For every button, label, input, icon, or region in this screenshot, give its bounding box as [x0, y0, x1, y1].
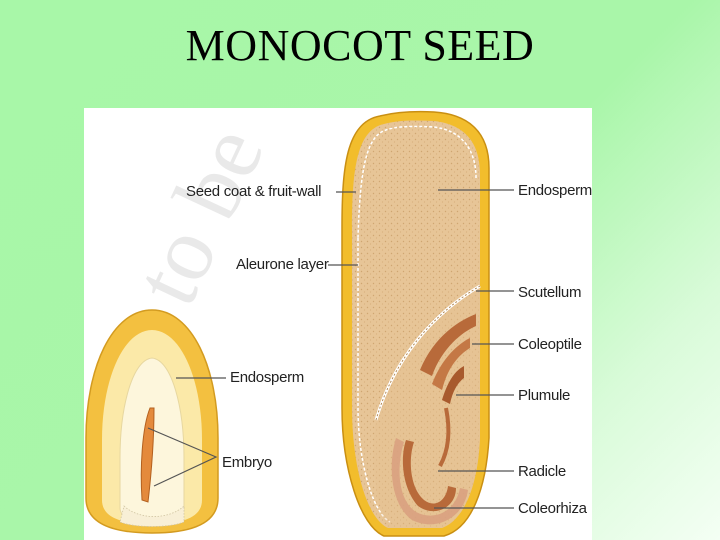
label-endosperm-small: Endosperm — [230, 369, 304, 386]
coleorhiza-shape — [391, 438, 468, 525]
small-grain — [85, 309, 219, 534]
coleoptile-outer — [420, 314, 476, 376]
label-aleurone-layer: Aleurone layer — [236, 256, 329, 273]
label-plumule: Plumule — [518, 387, 570, 404]
slide-title: MONOCOT SEED — [185, 21, 535, 70]
small-grain-embryo — [140, 407, 155, 503]
small-grain-base — [119, 505, 185, 527]
label-scutellum: Scutellum — [518, 284, 581, 301]
scutellum-boundary — [373, 286, 480, 528]
coleoptile-mid — [432, 338, 470, 390]
plumule-shape — [442, 366, 464, 404]
radicle-shape — [402, 440, 456, 512]
seed-diagram: not to be — [84, 108, 592, 540]
large-grain — [341, 110, 490, 537]
label-coleorhiza: Coleorhiza — [518, 500, 588, 517]
scutellum-line — [374, 284, 481, 421]
seed-diagram-svg: not to be — [84, 110, 592, 537]
leader-lines — [147, 189, 514, 509]
label-endosperm-large: Endosperm — [518, 182, 592, 199]
aleurone-line — [357, 125, 477, 523]
label-radicle: Radicle — [518, 463, 566, 480]
embryo-axis — [438, 407, 451, 467]
leader-embryo — [147, 427, 218, 487]
label-embryo: Embryo — [222, 454, 272, 471]
label-seed-coat: Seed coat & fruit-wall — [186, 183, 321, 200]
label-coleoptile: Coleoptile — [518, 336, 582, 353]
